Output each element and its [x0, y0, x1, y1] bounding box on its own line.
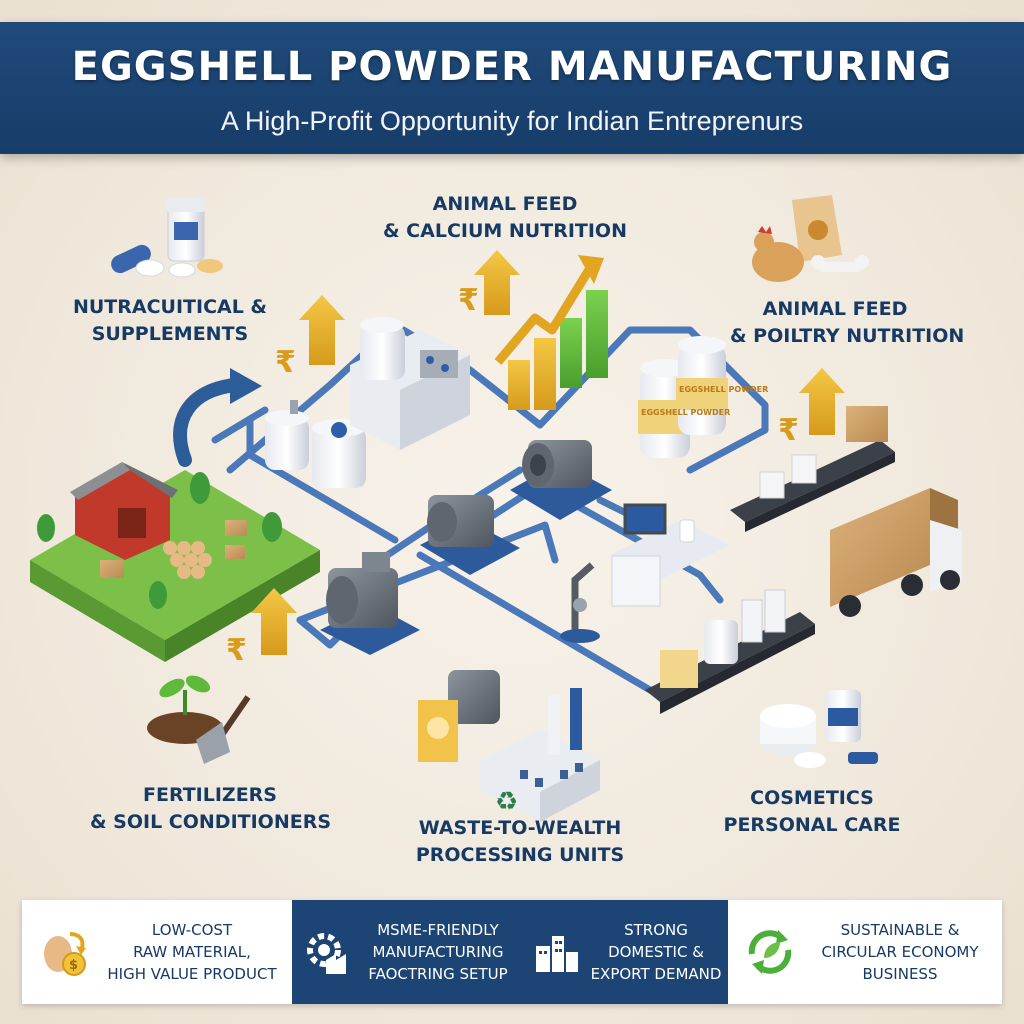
- benefit-sustainable: SUSTAINABLE & CIRCULAR ECONOMY BUSINESS: [728, 900, 1002, 1004]
- processing-unit-top: [350, 317, 470, 450]
- drum-label-1: EGGSHELL POWDER: [641, 408, 730, 417]
- benefit-strong-demand: STRONG DOMESTIC & EXPORT DEMAND: [518, 900, 728, 1004]
- label-nutraceutical: NUTRACUITICAL & SUPPLEMENTS: [72, 296, 268, 345]
- benefits-footer: $ LOW-COST RAW MATERIAL, HIGH VALUE PROD…: [22, 900, 1002, 1004]
- page-title: EGGSHELL POWDER MANUFACTURING: [71, 44, 953, 90]
- drum-label-2: EGGSHELL POWDER: [679, 385, 768, 394]
- lab-workstation: [560, 503, 730, 643]
- conveyor-upper: [730, 406, 895, 532]
- flow-arrow: [173, 378, 242, 467]
- rupee-icon: ₹: [226, 633, 247, 668]
- rupee-icon: ₹: [778, 413, 799, 448]
- rupee-icon: ₹: [275, 345, 296, 380]
- delivery-truck: [830, 488, 962, 617]
- mixing-tanks: [265, 400, 366, 488]
- farm-island: [30, 462, 320, 662]
- page-subtitle: A High-Profit Opportunity for Indian Ent…: [220, 106, 804, 136]
- rupee-icon: ₹: [458, 283, 479, 318]
- header-banner: EGGSHELL POWDER MANUFACTURING A High-Pro…: [0, 22, 1024, 154]
- growth-bars: [494, 255, 608, 410]
- label-cosmetics: COSMETICS PERSONAL CARE: [723, 787, 901, 836]
- label-animal-feed-calcium: ANIMAL FEED & CALCIUM NUTRITION: [383, 193, 627, 242]
- benefit-low-cost: $ LOW-COST RAW MATERIAL, HIGH VALUE PROD…: [22, 900, 292, 1004]
- recycle-icon: ♻: [495, 787, 518, 817]
- cosmetics-items: [760, 690, 878, 768]
- pipe-network: [211, 321, 769, 694]
- label-fertilizers: FERTILIZERS & SOIL CONDITIONERS: [90, 784, 332, 833]
- svg-text:$: $: [69, 958, 78, 973]
- benefit-msme-friendly: MSME-FRIENDLY MANUFACTURING FAOCTRING SE…: [292, 900, 518, 1004]
- egg-coin-icon: $: [44, 932, 86, 976]
- poultry-feed-items: [752, 195, 869, 282]
- city-export-icon: [536, 936, 578, 972]
- gear-factory-icon: [307, 933, 346, 974]
- rupee-growth-arrows: [251, 250, 845, 655]
- fertilizer-shovel-sprout: [147, 675, 251, 764]
- supplement-bottle-pills: [111, 198, 223, 278]
- recycle-leaf-icon: [748, 930, 792, 974]
- conveyor-lower: [645, 589, 815, 714]
- label-animal-feed-poultry: ANIMAL FEED & POILTRY NUTRITION: [730, 298, 965, 347]
- label-waste-to-wealth: WASTE-TO-WEALTH PROCESSING UNITS: [415, 817, 625, 866]
- eggshell-powder-drums: [638, 336, 728, 458]
- waste-to-wealth-factory: ♻: [418, 670, 600, 822]
- grinder-machines: [320, 440, 612, 655]
